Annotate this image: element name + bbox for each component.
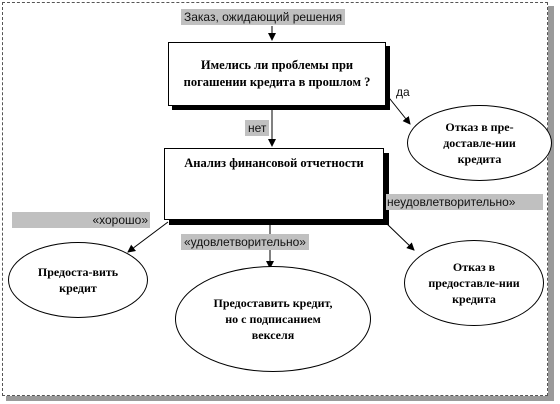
grant-credit-with-bill: Предоставить кредит, но с подписанием ве… — [175, 266, 371, 372]
unsatisfactory-label: неудовлетворительно» — [386, 194, 543, 210]
frame-shadow-right — [548, 6, 554, 400]
arrow-analysis-to-grant — [127, 221, 169, 253]
refuse-credit-top: Отказ в пре-доставле-нии кредита — [407, 105, 552, 181]
analysis-box: Анализ финансовой отчетности — [164, 148, 384, 220]
yes-label: да — [396, 85, 410, 99]
question-box: Имелись ли проблемы при погашении кредит… — [168, 42, 386, 106]
start-label: Заказ, ожидающий решения — [181, 9, 346, 25]
arrow-question-to-refuse-top — [385, 93, 411, 125]
diagram-frame — [2, 2, 548, 396]
good-label: «хорошо» — [12, 212, 150, 228]
frame-shadow-bottom — [6, 396, 554, 401]
grant-credit: Предоста-вить кредит — [8, 242, 148, 318]
arrow-analysis-to-refuse-bottom — [384, 221, 415, 251]
refuse-credit-bottom: Отказ в предоставле-нии кредита — [404, 240, 544, 326]
satisfactory-label: «удовлетворительно» — [181, 234, 309, 250]
no-label: нет — [245, 120, 270, 136]
